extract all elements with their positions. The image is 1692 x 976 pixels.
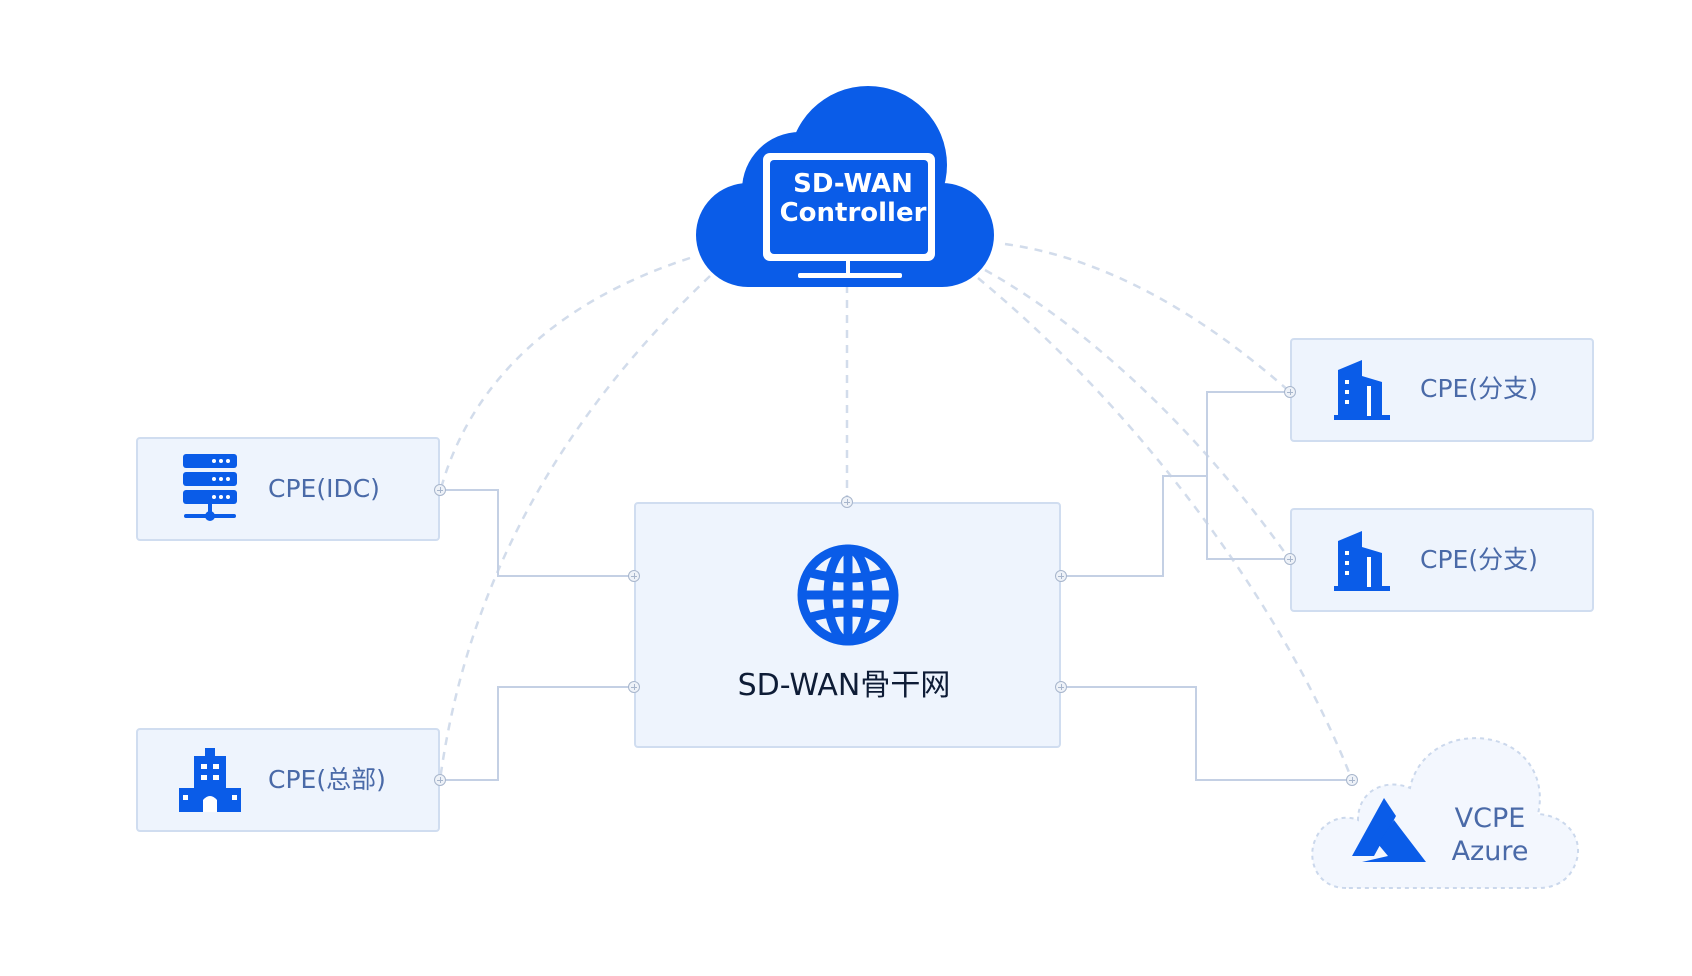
cpe-hq-box[interactable] [136,728,440,832]
cloud-monitor-icon [696,86,994,287]
vcpe-label-line1: VCPE [1454,803,1526,834]
port-backbone-right-upper[interactable] [1055,570,1067,582]
solid-link-hq [440,686,634,781]
dashed-link-idc [438,256,691,493]
vcpe-label-line2: Azure [1451,836,1529,867]
vcpe-label: VCPE Azure [1430,802,1550,868]
cpe-branch1-label: CPE(分支) [1420,374,1538,403]
port-idc[interactable] [434,484,446,496]
solid-link-vcpe [1061,686,1352,781]
solid-link-branch1 [1206,391,1290,476]
office-building-icon [1334,360,1390,420]
controller-label: SD-WAN Controller [766,170,940,228]
port-vcpe[interactable] [1346,774,1358,786]
port-hq[interactable] [434,774,446,786]
azure-logo-icon [1352,798,1426,862]
dashed-link-hq [438,275,711,781]
solid-link-idc [440,489,634,577]
cpe-branch2-label: CPE(分支) [1420,545,1538,574]
vcpe-cloud[interactable] [1306,728,1586,890]
cpe-idc-label: CPE(IDC) [268,474,380,503]
solid-link-branches [1061,475,1207,577]
port-branch2[interactable] [1284,553,1296,565]
solid-link-branch2 [1206,476,1290,560]
port-branch1[interactable] [1284,386,1296,398]
headquarters-building-icon [179,748,241,812]
controller-label-line1: SD-WAN [793,169,913,199]
dashed-link-branch1 [1004,242,1291,393]
port-backbone-right-lower[interactable] [1055,681,1067,693]
backbone-solid-links [440,391,1352,781]
office-building-icon [1334,531,1390,591]
cpe-hq-label: CPE(总部) [268,765,386,794]
port-backbone-left-lower[interactable] [628,681,640,693]
server-rack-icon [183,454,237,521]
port-backbone-left-upper[interactable] [628,570,640,582]
backbone-label: SD-WAN骨干网 [737,668,951,703]
port-backbone-top[interactable] [841,496,853,508]
controller-cloud [696,86,994,287]
globe-icon [797,544,899,646]
controller-label-line2: Controller [779,198,927,228]
